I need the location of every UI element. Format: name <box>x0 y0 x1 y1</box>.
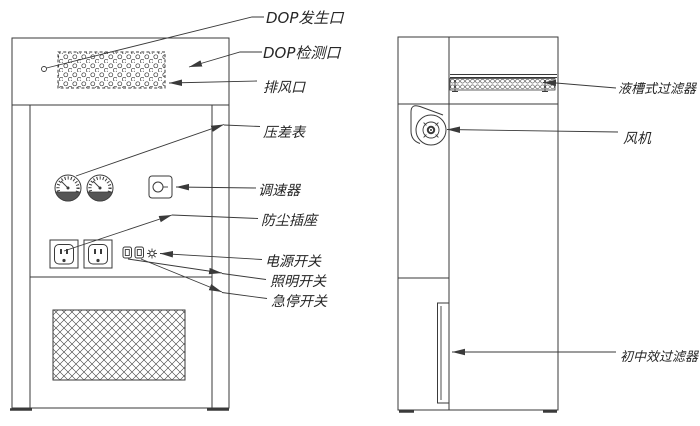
leader-pressure-gauge <box>75 124 261 177</box>
fan-volute-casing <box>410 105 444 144</box>
pre-medium-filter <box>437 302 450 404</box>
pressure-gauge-left <box>54 174 82 202</box>
cabinet-outline <box>11 37 230 409</box>
label-pre-medium-filter: 初中效过滤器 <box>620 350 699 365</box>
liquid-tank-filter <box>449 74 557 92</box>
label-speed-controller: 调速器 <box>258 183 302 199</box>
rocker-switch-2 <box>134 246 144 259</box>
leader-speed-controller <box>175 183 257 191</box>
leader-dustproof-socket <box>63 214 259 252</box>
dustproof-socket-left <box>49 239 79 269</box>
leader-lighting-switch <box>127 258 267 280</box>
label-power-switch: 电源开关 <box>265 254 322 270</box>
fan <box>410 105 447 146</box>
filter-bolt-left <box>452 80 458 92</box>
exhaust-perforated-panel <box>57 51 166 89</box>
fan-hub <box>426 125 436 135</box>
fan-tick-marks <box>423 122 439 138</box>
label-dop-detection-port: DOP检测口 <box>263 44 341 62</box>
dustproof-socket-right <box>83 239 113 269</box>
label-pressure-gauge: 压差表 <box>263 125 307 141</box>
label-lighting-switch: 照明开关 <box>270 274 327 290</box>
label-emergency-stop-switch: 急停开关 <box>271 294 328 310</box>
side-cabinet-outline <box>397 36 559 411</box>
leader-dop-detection-port <box>188 51 262 68</box>
leader-power-switch <box>159 251 263 260</box>
leader-exhaust-port <box>168 79 258 86</box>
leader-emergency-stop-switch <box>140 258 268 299</box>
leader-fan <box>446 126 619 133</box>
label-dop-generation-port: DOP发生口 <box>266 9 344 27</box>
label-liquid-tank-filter: 液槽式过滤器 <box>618 82 697 97</box>
lower-mesh-panel <box>52 309 186 381</box>
side-view: 液槽式过滤器 风机 初中效过滤器 <box>397 36 699 413</box>
pressure-gauge-right <box>86 174 114 202</box>
leader-liquid-tank-filter <box>542 79 617 89</box>
power-knob-switch <box>147 248 157 259</box>
label-fan: 风机 <box>623 131 652 147</box>
leader-dop-generation-port <box>41 16 264 72</box>
speed-controller-knob <box>148 175 173 199</box>
rocker-switch-1 <box>122 246 132 259</box>
label-exhaust-port: 排风口 <box>263 80 306 96</box>
label-dustproof-socket: 防尘插座 <box>261 213 319 229</box>
front-view: DOP发生口 DOP检测口 排风口 压差表 调速器 防尘插座 电源开关 照明开关… <box>10 9 344 411</box>
